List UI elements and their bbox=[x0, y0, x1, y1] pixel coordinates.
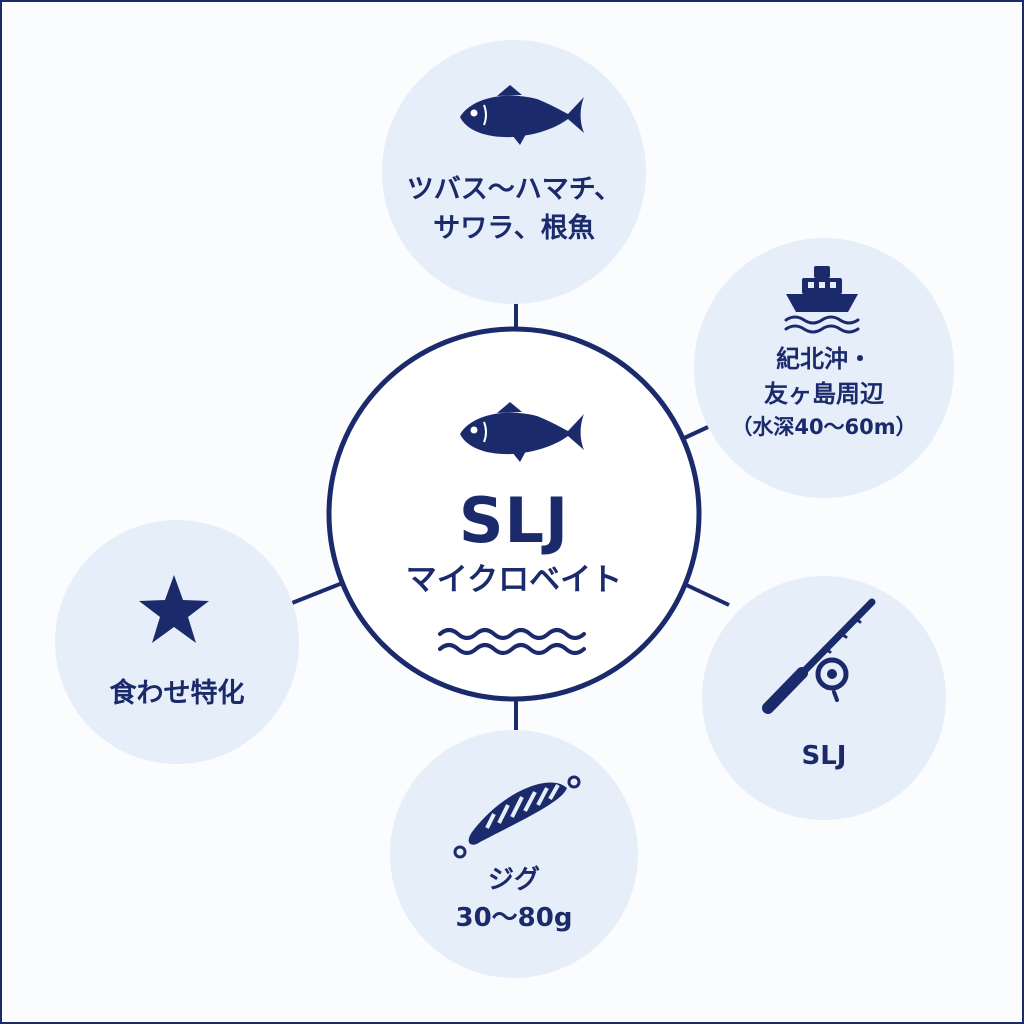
center-title: SLJ bbox=[458, 484, 570, 557]
node-right-bottom-label: SLJ bbox=[744, 738, 904, 776]
node-top-line-2: サワラ、根魚 bbox=[433, 213, 595, 245]
node-right-bottom-circle bbox=[702, 576, 946, 820]
waves-icon bbox=[438, 628, 586, 655]
fishing-rod-icon bbox=[762, 598, 876, 714]
node-left-label: 食わせ特化 bbox=[77, 674, 277, 713]
node-bottom-label: ジグ 30〜80g bbox=[414, 862, 614, 937]
center-subtitle: マイクロベイト bbox=[405, 562, 623, 598]
ship-icon bbox=[784, 266, 860, 334]
connector-right-bottom bbox=[679, 580, 730, 607]
node-bottom-circle bbox=[390, 730, 638, 978]
node-right-top-label: 紀北沖・ 友ヶ島周辺 （水深40〜60m） bbox=[714, 342, 934, 442]
node-left-line-1: 食わせ特化 bbox=[109, 678, 245, 709]
star-icon bbox=[139, 575, 209, 643]
node-right-top-circle bbox=[694, 238, 954, 498]
node-left-circle bbox=[55, 520, 299, 764]
node-bottom-line-2: 30〜80g bbox=[455, 902, 573, 933]
jig-icon bbox=[453, 775, 581, 859]
node-right-bottom-line-1: SLJ bbox=[801, 741, 847, 771]
node-right-top-line-3: （水深40〜60m） bbox=[731, 414, 917, 439]
center-circle bbox=[326, 326, 702, 702]
node-bottom-line-1: ジグ bbox=[487, 865, 540, 895]
node-right-top-line-1: 紀北沖・ bbox=[776, 345, 872, 373]
node-top-label: ツバス〜ハマチ、 サワラ、根魚 bbox=[382, 170, 646, 248]
node-right-top-line-2: 友ヶ島周辺 bbox=[764, 379, 884, 408]
node-top-line-1: ツバス〜ハマチ、 bbox=[406, 174, 622, 205]
